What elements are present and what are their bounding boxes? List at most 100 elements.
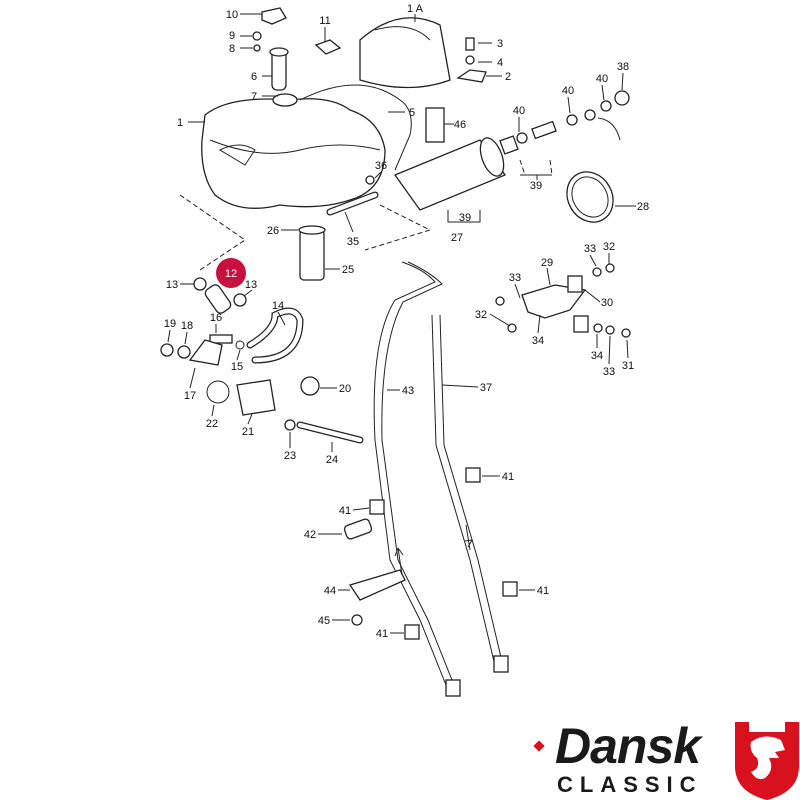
part-label-34: 34 [591,350,603,362]
dansk-classic-logo: Dansk CLASSIC [533,718,800,800]
strainer-25 [299,229,325,281]
part-label-18: 18 [181,320,193,332]
part-label-22: 22 [206,418,218,430]
part-label-13: 13 [245,279,257,291]
mount-30b [573,315,589,333]
clamp-13a [193,277,207,291]
flow-arrow-down [464,524,473,551]
part-label-41: 41 [376,628,388,640]
part-label-36: 36 [375,160,387,172]
part-label-15: 15 [231,361,243,373]
vent-line-5 [299,84,412,171]
flow-arrow-up [394,547,404,576]
part-label-24: 24 [326,454,338,466]
part-label-39: 39 [459,212,471,224]
part-label-33: 33 [603,366,615,378]
part-label-35: 35 [347,236,359,248]
brand-name: Dansk [555,718,701,774]
fuel-line-43b [381,261,457,691]
part-label-31: 31 [622,360,634,372]
part-label-33: 33 [509,272,521,284]
part-label-4: 4 [497,57,503,69]
part-label-14: 14 [272,300,284,312]
part-label-43: 43 [402,385,414,397]
part-label-3: 3 [497,38,503,50]
clip-15 [235,340,245,350]
part-label-39: 39 [530,180,542,192]
bracket-2 [456,69,487,83]
part-label-37: 37 [480,382,492,394]
part-label-17: 17 [184,390,196,402]
part-label-16: 16 [210,312,222,324]
hose-24 [297,422,363,443]
part-label-19: 19 [164,318,176,330]
grommet-41b [369,499,385,515]
ring-22 [206,380,230,404]
part-label-9: 9 [229,30,235,42]
highlight-marker [216,258,246,288]
part-label-41: 41 [339,505,351,517]
mount-30a [567,275,583,293]
part-label-8: 8 [229,43,235,55]
part-label-40: 40 [562,85,574,97]
bracket-29 [521,284,587,319]
fuel-line-37b [439,314,505,671]
part-label-45: 45 [318,615,330,627]
screw-45 [351,614,363,626]
part-label-29: 29 [541,257,553,269]
diamond-icon [533,740,545,752]
part-label-11: 11 [319,15,330,27]
part-label-12-highlighted[interactable]: 12 [225,268,237,280]
fuel-tank [201,93,386,209]
pad-11 [314,39,342,55]
part-label-21: 21 [242,426,254,438]
part-label-10: 10 [226,9,238,21]
nut-18 [177,345,191,359]
part-label-42: 42 [304,529,316,541]
bolt-16 [209,334,233,344]
hose-35 [327,192,378,215]
part-label-5: 5 [409,107,415,119]
part-label-2: 2 [505,71,511,83]
part-label-23: 23 [284,450,296,462]
seal-26 [298,225,326,235]
part-label-1a: 1 A [407,3,424,15]
sleeve-42 [343,518,373,540]
washer-8 [253,44,261,52]
part-label-26: 26 [267,225,279,237]
part-label-41: 41 [502,471,514,483]
part-label-40: 40 [596,73,608,85]
nut-9 [252,31,262,41]
grommet-41a [465,467,481,483]
part-label-32: 32 [603,241,615,253]
clamp-44 [348,569,406,601]
fuel-line-37 [431,314,497,671]
grommet-20 [300,376,320,396]
part-label-13: 13 [166,279,178,291]
part-label-41: 41 [537,585,549,597]
part-label-28: 28 [637,201,649,213]
part-label-7: 7 [251,91,257,103]
clip-36 [365,175,375,185]
fitting-23 [284,419,296,431]
leader-lines [167,13,636,634]
pad-46 [425,107,445,143]
filler-neck [269,47,289,91]
clamp-28 [566,171,614,223]
grommet-41c [502,581,518,597]
part-label-27: 27 [451,232,463,244]
clamp-13b [233,293,247,307]
fittings-40 [516,90,630,144]
part-label-32: 32 [475,309,487,321]
brand-sub: CLASSIC [557,772,703,797]
shield-lion-icon [735,722,799,800]
part-label-33: 33 [584,243,596,255]
fuel-line-43 [373,261,449,691]
nut-19 [160,343,174,357]
part-label-46: 46 [454,119,466,131]
fuel-pump [393,135,519,211]
bolt-3 [465,37,475,51]
hose-38 [597,117,621,141]
hose-12 [204,284,232,314]
